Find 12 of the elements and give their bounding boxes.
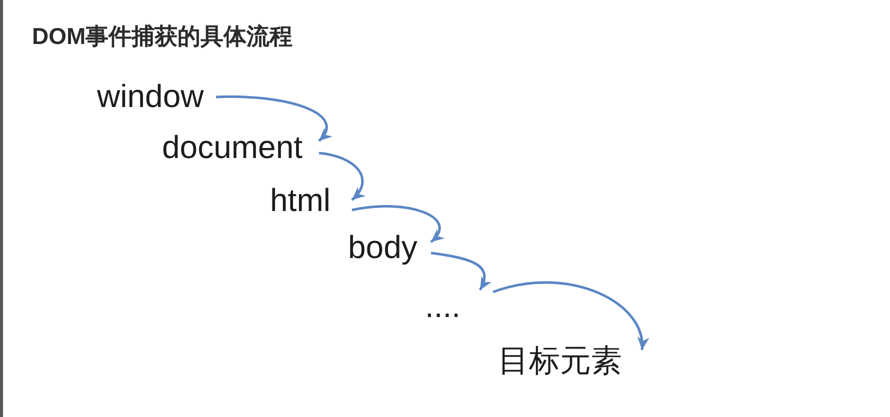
node-label: html — [270, 182, 330, 218]
curved-arrow — [216, 95, 332, 142]
node-label: window — [97, 78, 204, 114]
curved-arrow — [430, 252, 492, 291]
node-label: 目标元素 — [498, 343, 622, 379]
curved-arrow — [492, 281, 648, 350]
node-label: document — [162, 129, 303, 165]
diagram-title: DOM事件捕获的具体流程 — [32, 22, 293, 51]
node-label: .... — [425, 290, 461, 322]
node-label: body — [348, 229, 418, 265]
curved-arrow — [352, 205, 444, 243]
curved-arrow — [318, 152, 366, 201]
